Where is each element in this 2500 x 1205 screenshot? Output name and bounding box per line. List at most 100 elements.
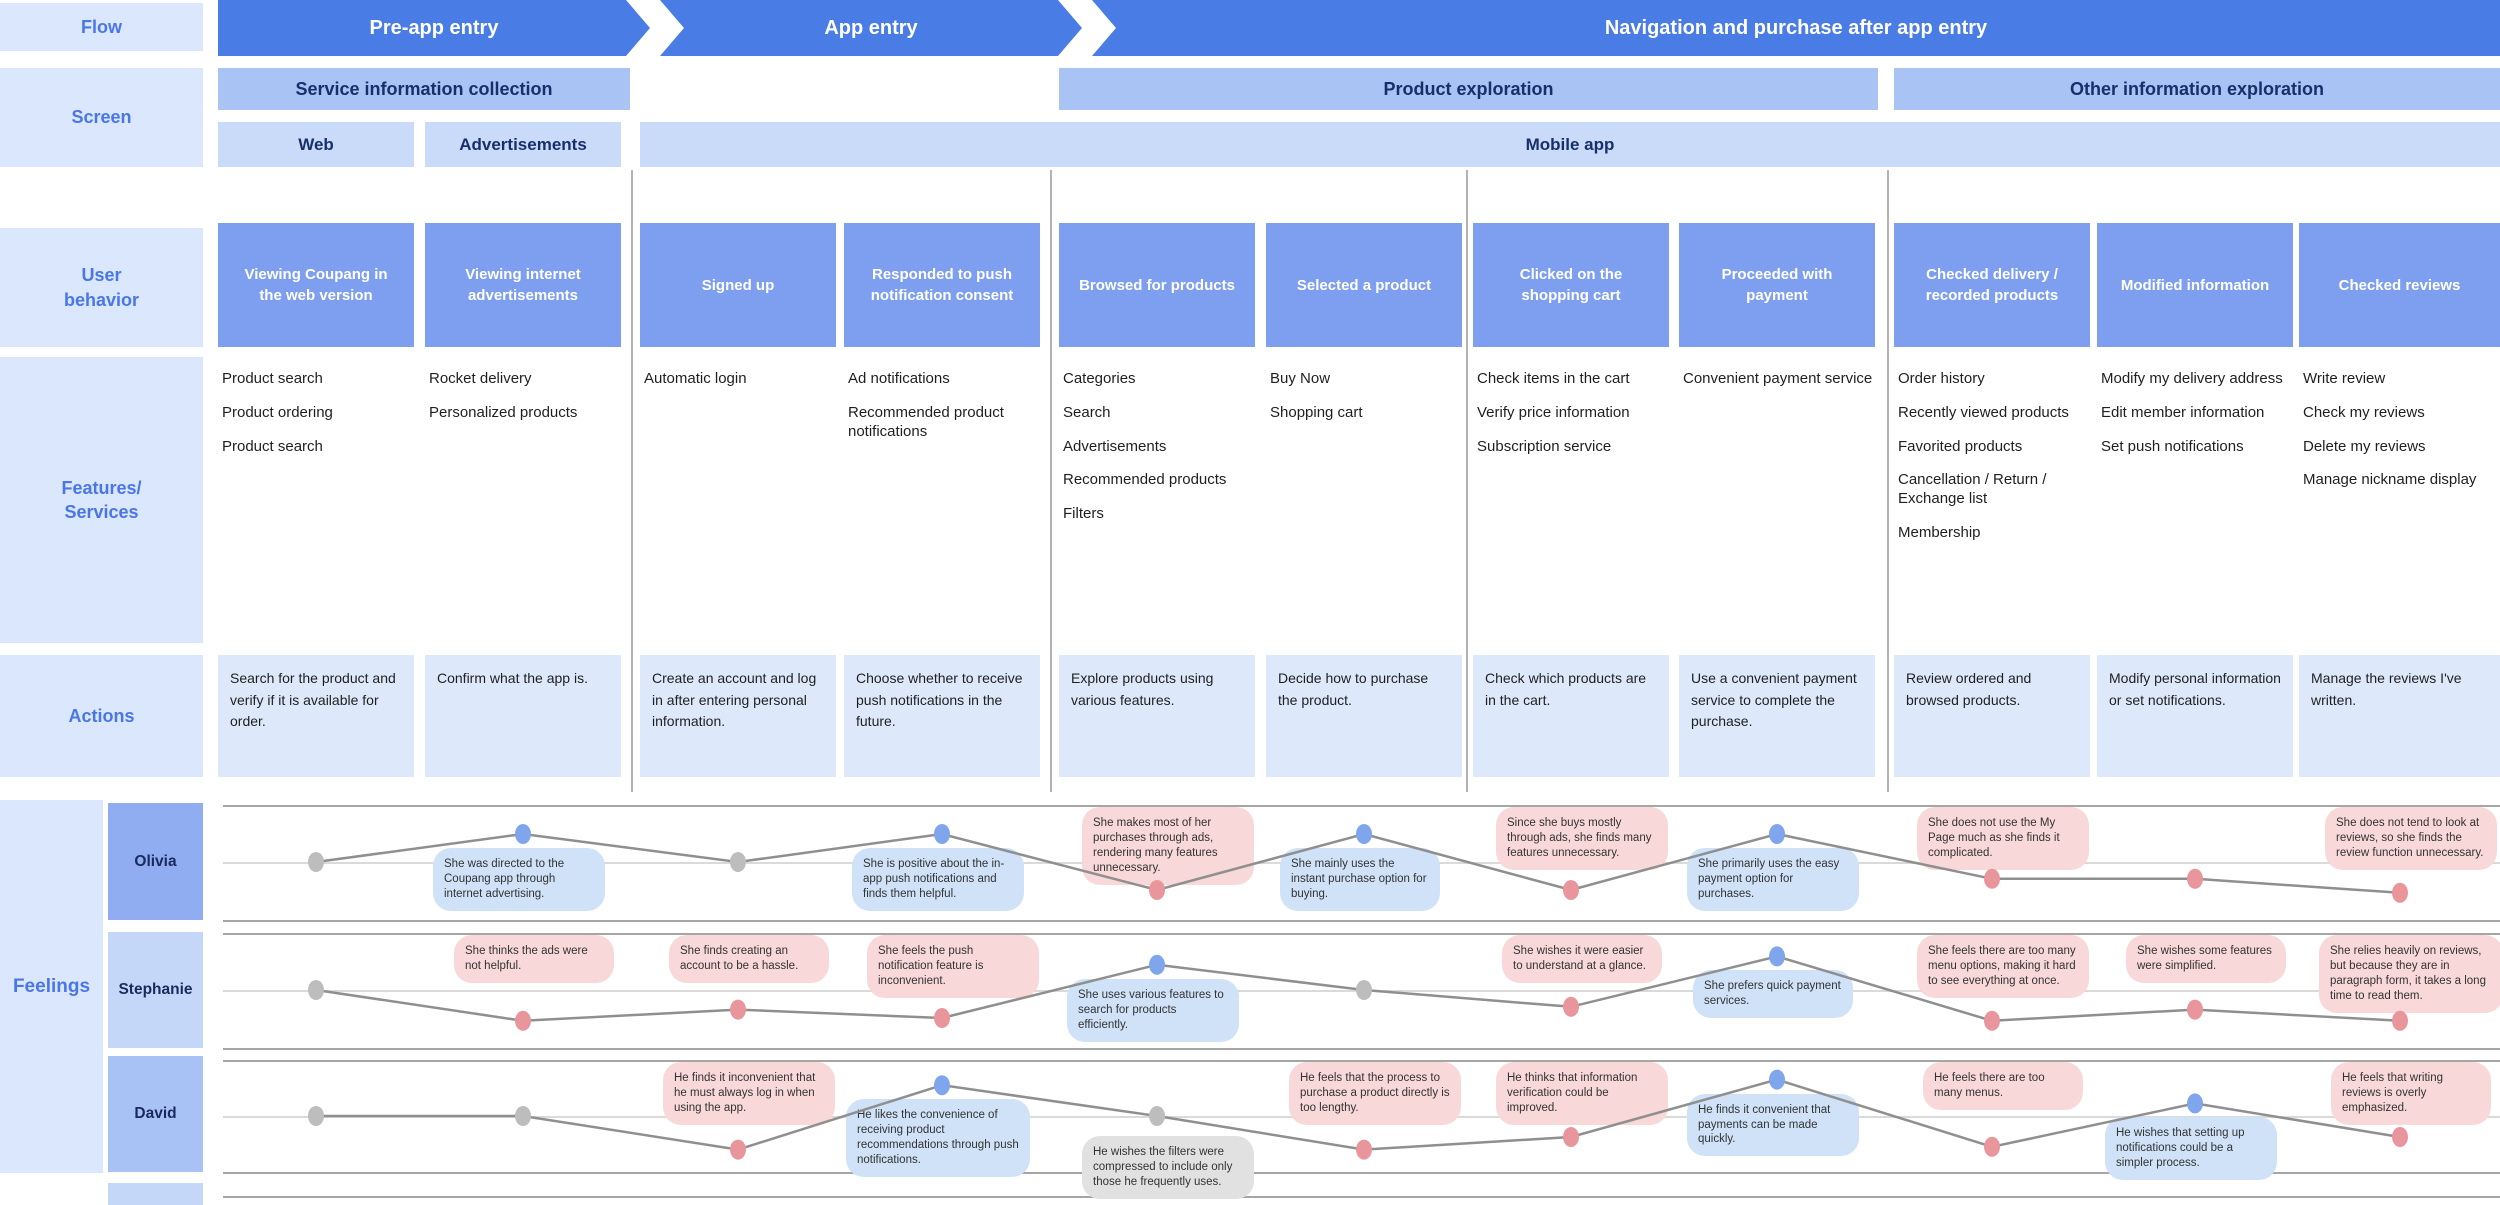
- feeling-note: She relies heavily on reviews, but becau…: [2319, 935, 2500, 1013]
- feature-item: Modify my delivery address: [2101, 370, 2283, 387]
- row-label-text: Features/ Services: [61, 477, 142, 522]
- flow-stage-label: Pre-app entry: [369, 16, 499, 39]
- screen-group-other-info: Other information exploration: [1894, 68, 2500, 110]
- feature-item: Check items in the cart: [1477, 370, 1630, 387]
- feeling-note: She feels there are too many menu option…: [1917, 935, 2089, 998]
- row-label-text: Screen: [71, 107, 132, 128]
- feature-item: Set push notifications: [2101, 437, 2244, 455]
- persona-box-david: David: [108, 1056, 203, 1172]
- feature-item: Product ordering: [222, 403, 333, 421]
- feature-item: Recommended products: [1063, 471, 1227, 489]
- row-label-text: User behavior: [63, 265, 140, 310]
- persona-name: Olivia: [134, 852, 177, 870]
- row-label-text: Flow: [81, 16, 122, 37]
- feature-item: Product search: [222, 370, 323, 387]
- persona-box-stephanie: Stephanie: [108, 932, 203, 1048]
- behavior-label: Responded to push notification consent: [870, 266, 1014, 304]
- behavior-cell: Viewing Coupang in the web version: [218, 223, 414, 347]
- feature-item: Ad notifications: [848, 370, 950, 387]
- chart-gridline: [223, 1196, 2500, 1198]
- feeling-note: He wishes the filters were compressed to…: [1082, 1136, 1254, 1199]
- feature-item: Delete my reviews: [2303, 437, 2426, 455]
- screen-type-web: Web: [218, 122, 414, 167]
- flow-stage-app-entry: App entry: [660, 0, 1082, 56]
- feature-item: Edit member information: [2101, 403, 2265, 421]
- feeling-note: She primarily uses the easy payment opti…: [1687, 848, 1859, 911]
- screen-type-label: Mobile app: [1525, 134, 1615, 154]
- behavior-cell: Viewing internet advertisements: [425, 223, 621, 347]
- feature-item: Search: [1063, 403, 1111, 421]
- action-cell: Search for the product and verify if it …: [218, 655, 414, 777]
- row-label-text: Actions: [68, 705, 135, 726]
- row-label-feelings: Feelings: [0, 800, 103, 1173]
- action-cell: Modify personal information or set notif…: [2097, 655, 2293, 777]
- behavior-cell: Signed up: [640, 223, 836, 347]
- behavior-label: Checked delivery / recorded products: [1925, 266, 2059, 304]
- feature-item: Buy Now: [1270, 370, 1331, 387]
- chart-gridline: [223, 933, 2500, 935]
- action-text: Review ordered and browsed products.: [1906, 670, 2032, 708]
- action-text: Search for the product and verify if it …: [230, 670, 396, 730]
- action-text: Choose whether to receive push notificat…: [856, 670, 1023, 730]
- feature-item: Rocket delivery: [429, 370, 532, 387]
- features-cell: Convenient payment service: [1679, 357, 1875, 645]
- feature-item: Filters: [1063, 505, 1104, 522]
- feeling-note: She feels the push notification feature …: [867, 935, 1039, 998]
- feeling-note: He likes the convenience of receiving pr…: [846, 1099, 1030, 1177]
- feeling-note: He feels there are too many menus.: [1923, 1062, 2083, 1110]
- action-text: Create an account and log in after enter…: [652, 670, 817, 730]
- feature-item: Write review: [2303, 370, 2386, 387]
- chart-gridline: [223, 1060, 2500, 1062]
- screen-type-label: Advertisements: [459, 134, 587, 154]
- feeling-note: She finds creating an account to be a ha…: [669, 935, 829, 983]
- chart-gridline: [223, 805, 2500, 807]
- feature-item: Membership: [1898, 523, 1981, 541]
- feeling-note: She does not tend to look at reviews, so…: [2325, 807, 2497, 870]
- behavior-label: Browsed for products: [1079, 276, 1235, 294]
- action-text: Modify personal information or set notif…: [2109, 670, 2281, 708]
- behavior-label: Clicked on the shopping cart: [1519, 266, 1623, 304]
- row-label-screen: Screen: [0, 68, 203, 167]
- flow-stage-pre-app-entry: Pre-app entry: [218, 0, 650, 56]
- behavior-label: Selected a product: [1296, 276, 1432, 294]
- behavior-cell: Selected a product: [1266, 223, 1462, 347]
- behavior-label: Proceeded with payment: [1721, 266, 1833, 304]
- feature-item: Convenient payment service: [1683, 370, 1873, 387]
- action-cell: Check which products are in the cart.: [1473, 655, 1669, 777]
- feeling-note: She mainly uses the instant purchase opt…: [1280, 848, 1440, 911]
- feeling-note: She wishes some features were simplified…: [2126, 935, 2286, 983]
- behavior-label: Signed up: [701, 276, 775, 294]
- screen-type-label: Web: [298, 134, 334, 154]
- screen-group-label: Service information collection: [295, 78, 553, 99]
- behavior-cell: Clicked on the shopping cart: [1473, 223, 1669, 347]
- action-cell: Explore products using various features.: [1059, 655, 1255, 777]
- feature-item: Categories: [1063, 370, 1136, 387]
- feeling-note: He thinks that information verification …: [1496, 1062, 1668, 1125]
- row-label-flow: Flow: [0, 3, 203, 51]
- feeling-note: She wishes it were easier to understand …: [1502, 935, 1662, 983]
- action-cell: Confirm what the app is.: [425, 655, 621, 777]
- feeling-note: She is positive about the in-app push no…: [852, 848, 1024, 911]
- screen-group-label: Product exploration: [1383, 78, 1554, 99]
- feeling-note: She makes most of her purchases through …: [1082, 807, 1254, 885]
- feeling-note: She does not use the My Page much as she…: [1917, 807, 2089, 870]
- behavior-label: Modified information: [2120, 276, 2270, 294]
- feeling-note: She was directed to the Coupang app thro…: [433, 848, 605, 911]
- feature-item: Subscription service: [1477, 437, 1612, 455]
- action-text: Decide how to purchase the product.: [1278, 670, 1429, 708]
- screen-type-mobile-app: Mobile app: [640, 122, 2500, 167]
- screen-group-label: Other information exploration: [2069, 78, 2324, 99]
- persona-box-cutoff: [108, 1183, 203, 1205]
- action-cell: Review ordered and browsed products.: [1894, 655, 2090, 777]
- feature-item: Check my reviews: [2303, 403, 2425, 421]
- persona-name: Stephanie: [118, 981, 193, 998]
- behavior-cell: Responded to push notification consent: [844, 223, 1040, 347]
- feeling-note: He feels that the process to purchase a …: [1289, 1062, 1461, 1125]
